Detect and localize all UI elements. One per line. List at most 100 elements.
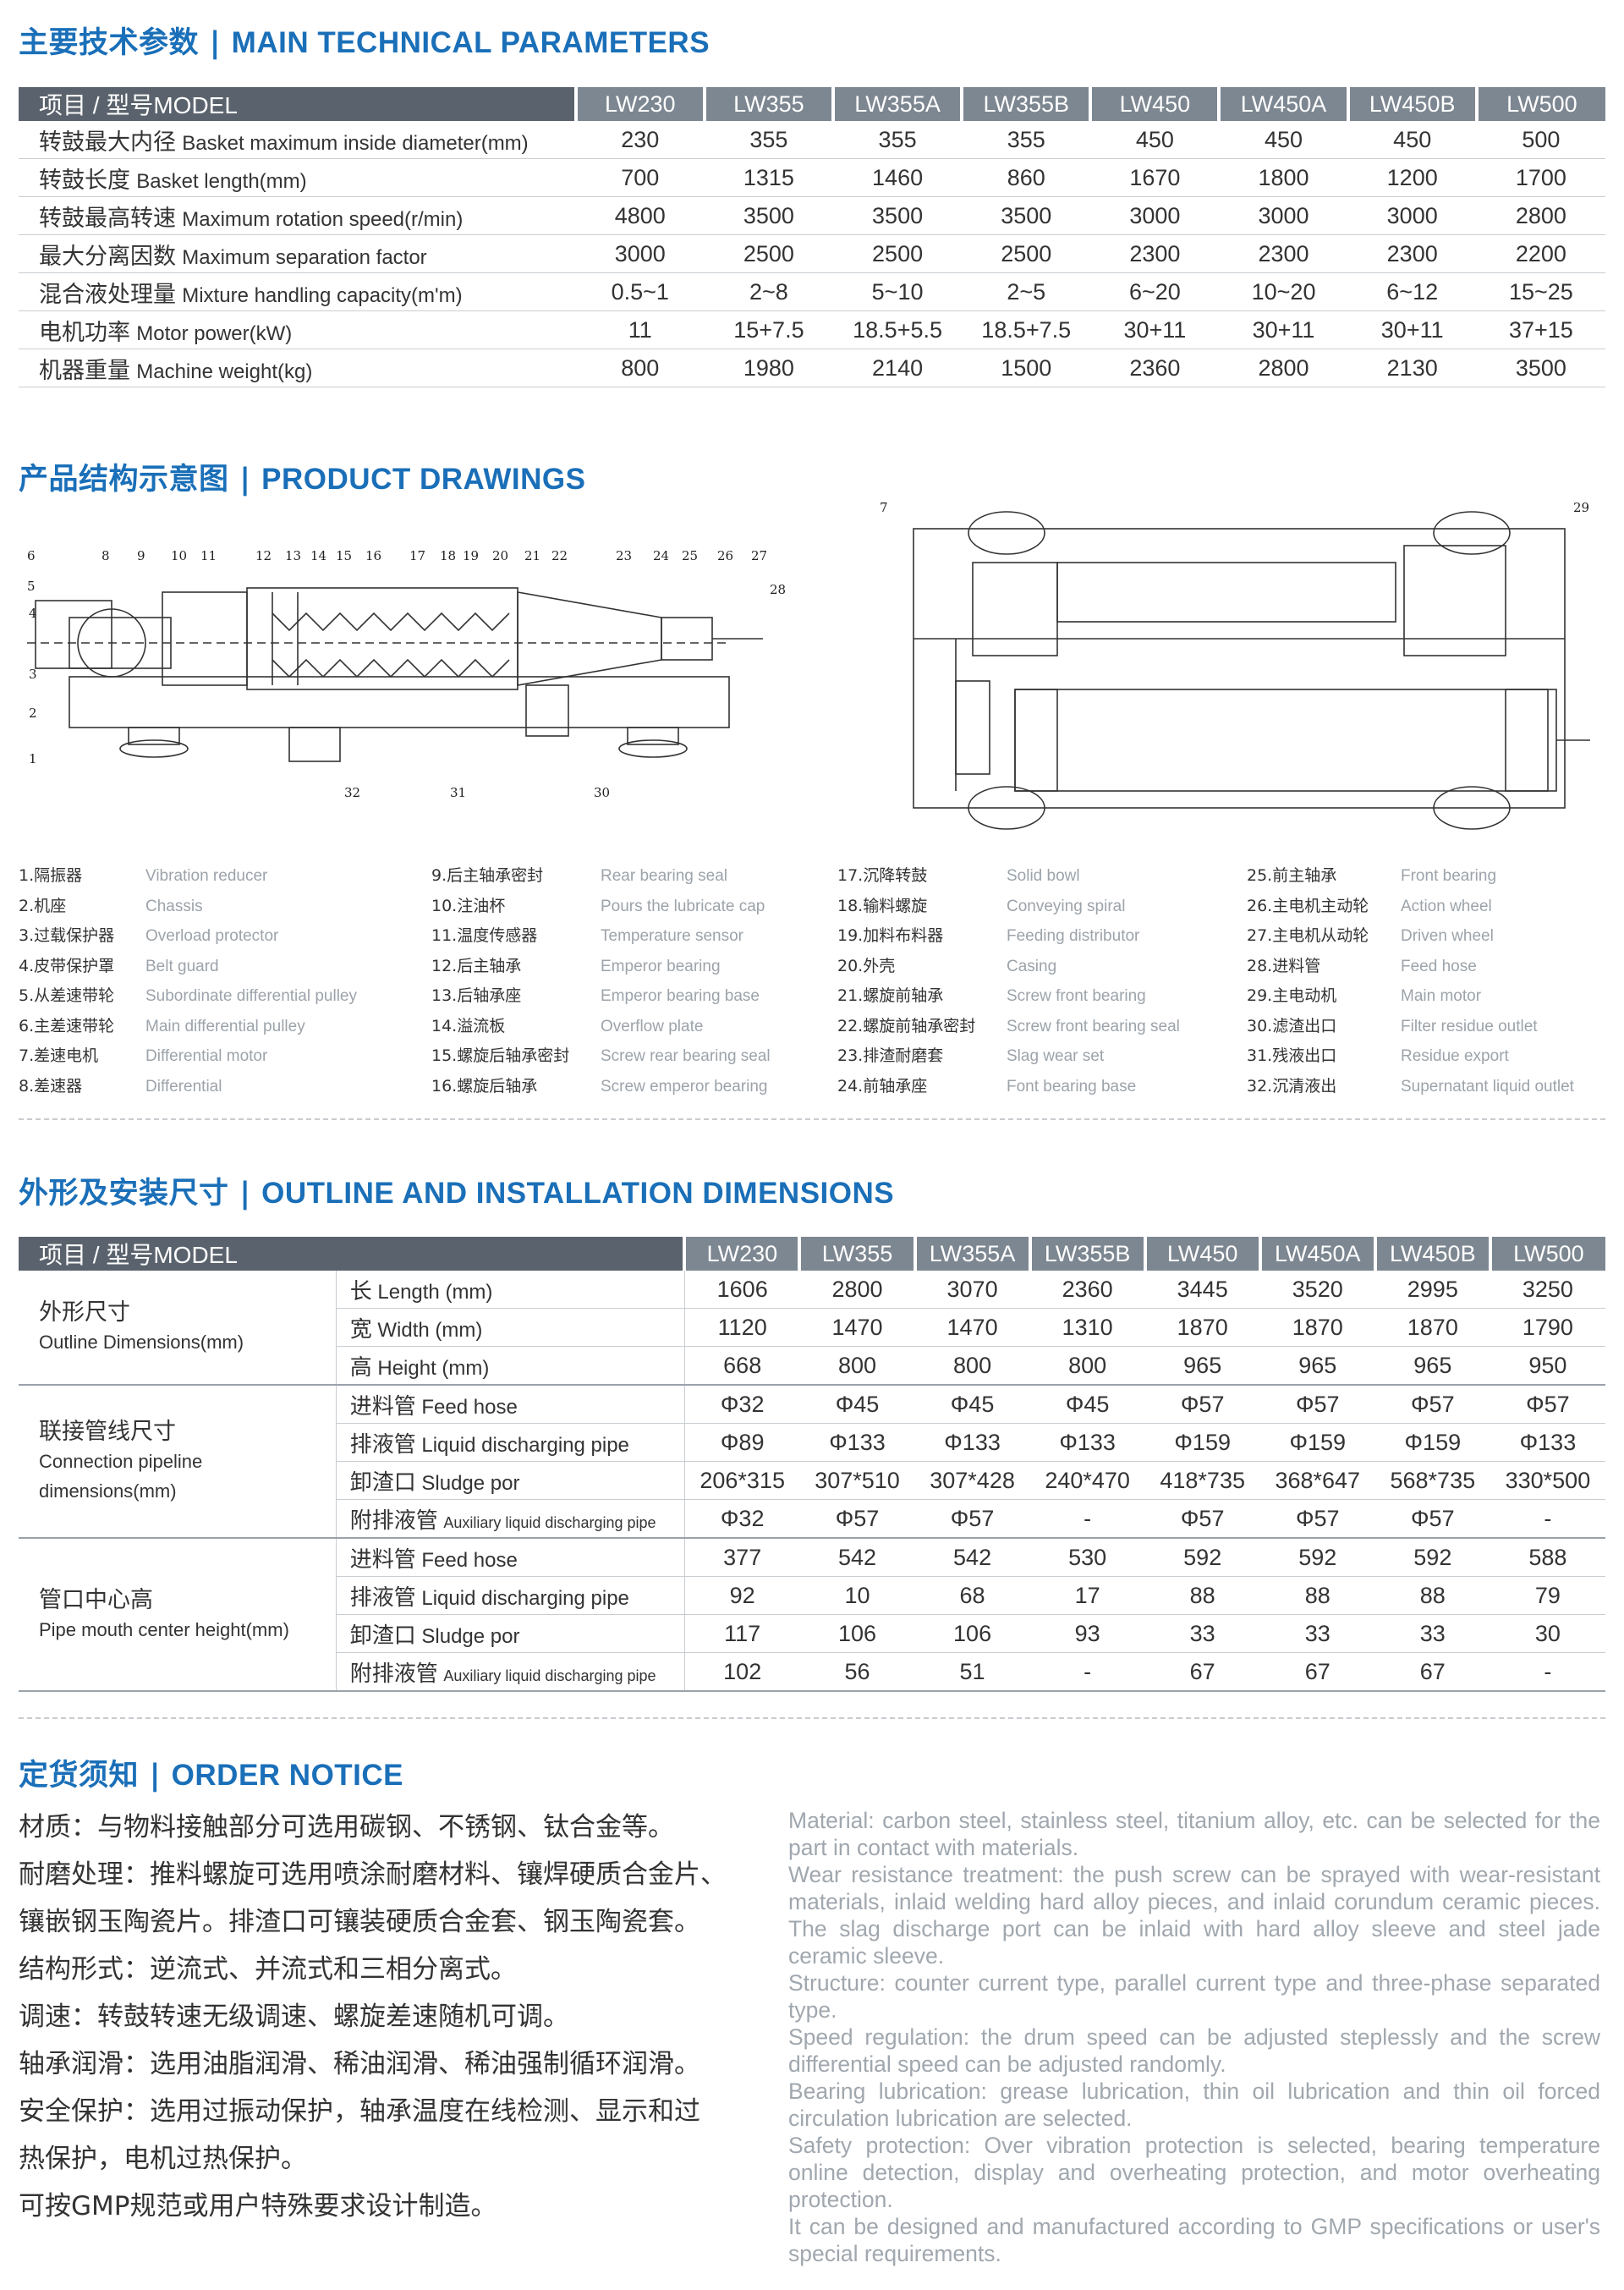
value-cell: 355 [878,126,917,152]
legend-item: 14.溢流板 Overflow plate [431,1013,771,1044]
value-cell: 230 [621,126,660,152]
value-cell: 2~5 [1007,278,1046,305]
value-cell: 30 [1534,1620,1561,1646]
value-cell: 368*647 [1275,1467,1361,1493]
sub-en: Auxiliary liquid discharging pipe [443,1667,656,1684]
param-cn: 最大分离因数 [39,243,176,270]
draw-title-cn: 产品结构示意图 [19,463,229,497]
legend-cn: 6.主差速带轮 [19,1016,115,1035]
sub-en: Liquid discharging pipe [421,1433,629,1457]
callout-number: 10 [171,548,187,563]
sub-param: 长 Length (mm) [336,1271,685,1309]
value-cell: Φ133 [944,1429,1001,1455]
value-cell: 450 [1135,126,1174,152]
legend-cn: 5.从差速带轮 [19,986,115,1005]
title-separator: | [139,1759,172,1793]
table-row: 转鼓最大内径 Basket maximum inside diameter(mm… [19,121,1605,159]
param-cn: 转鼓最大内径 [39,129,176,156]
value-cell: 530 [1068,1544,1107,1570]
legend-cn: 25.前主轴承 [1247,866,1337,885]
value-cell: 15+7.5 [733,316,804,343]
value-cell: 1870 [1177,1314,1228,1340]
value-cell: Φ159 [1289,1429,1347,1455]
legend-en: Chassis [145,897,203,915]
legend-en: Overflow plate [601,1017,704,1035]
callout-number: 28 [770,582,786,597]
legend-en: Supernatant liquid outlet [1401,1077,1574,1096]
legend-cn: 14.溢流板 [431,1016,506,1035]
model-header: LW450B [1347,87,1479,121]
callout-number: 19 [463,548,479,563]
callout-number: 16 [365,548,381,563]
value-cell: 965 [1298,1352,1337,1378]
param-cn: 转鼓最高转速 [39,205,176,232]
title-separator: | [228,1177,262,1211]
param-name: 机器重量 Machine weight(kg) [19,349,576,387]
model-header: LW450 [1144,1237,1262,1271]
value-cell: 2360 [1062,1276,1113,1302]
callout-number: 13 [285,548,301,563]
header-label: 项目 / 型号MODEL [19,87,578,121]
sub-en: Feed hose [421,1548,518,1572]
callout-number: 17 [409,548,425,563]
value-cell: 500 [1522,126,1561,152]
legend-cn: 26.主电机主动轮 [1247,896,1369,915]
value-cell: 30+11 [1252,316,1315,343]
drawing-chassis [69,676,730,728]
value-cell: Φ45 [1065,1391,1110,1417]
model-header: LW355 [704,87,836,121]
value-cell: 2800 [831,1276,883,1302]
value-cell: 592 [1183,1544,1222,1570]
value-cell: Φ89 [720,1429,765,1455]
legend-en: Main motor [1401,987,1482,1005]
value-cell: - [1084,1505,1092,1531]
sub-en: Auxiliary liquid discharging pipe [443,1513,656,1531]
value-cell: 1870 [1292,1314,1343,1340]
legend-en: Subordinate differential pulley [145,987,357,1005]
legend-en: Vibration reducer [145,867,268,885]
value-cell: 1670 [1129,164,1181,190]
legend-en: Emperor bearing base [601,987,760,1005]
legend-cn: 18.输料螺旋 [837,896,928,915]
value-cell: 88 [1189,1582,1215,1608]
value-cell: 67 [1189,1658,1215,1684]
value-cell: 18.5+5.5 [853,316,942,343]
group-cn: 外形尺寸 [39,1299,130,1326]
value-cell: Φ133 [1059,1429,1116,1455]
group-en: Connection pipeline dimensions(mm) [39,1451,203,1502]
value-cell: Φ159 [1174,1429,1231,1455]
sub-cn: 卸渣口 [349,1469,416,1496]
legend-en: Conveying spiral [1007,897,1126,915]
model-header: LW500 [1490,1237,1605,1271]
value-cell: Φ57 [1180,1391,1225,1417]
callout-number: 6 [27,548,36,563]
order-line-cn: 材质：与物料接触部分可选用碳钢、不锈钢、钛合金等。 [19,1812,674,1842]
table-row: 混合液处理量 Mixture handling capacity(m'm)0.5… [19,273,1605,311]
value-cell: Φ45 [835,1391,880,1417]
value-cell: 2500 [872,240,924,266]
value-cell: Φ57 [835,1505,880,1531]
legend-en: Slag wear set [1007,1047,1105,1065]
legend-cn: 13.后轴承座 [431,986,522,1005]
legend-en: Residue export [1401,1047,1509,1065]
callout-number: 31 [450,785,466,800]
value-cell: 2800 [1258,354,1309,381]
legend-en: Screw emperor bearing [601,1077,768,1096]
order-line-cn: 结构形式：逆流式、并流式和三相分离式。 [19,1954,517,1985]
value-cell: 15~25 [1508,278,1573,305]
legend-en: Main differential pulley [145,1017,305,1035]
legend-cn: 31.残液出口 [1247,1046,1337,1065]
value-cell: 1980 [743,354,794,381]
